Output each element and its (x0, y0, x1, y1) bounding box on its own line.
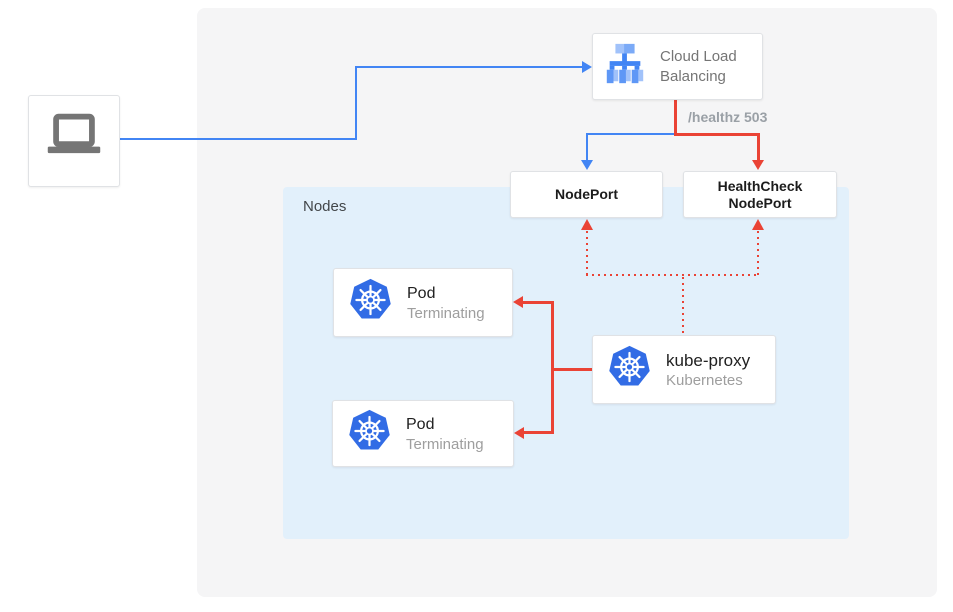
client-to-lb-line-h2 (355, 66, 583, 68)
dotted-branch-to-nodeport (586, 231, 588, 275)
pod-2-title: Pod (406, 415, 435, 433)
arrowhead-into-nodeport (581, 160, 593, 170)
laptop-icon (42, 107, 106, 176)
client-to-lb-line-v (355, 66, 357, 140)
dotted-arrowhead-into-nodeport (581, 219, 593, 230)
dotted-branch-to-healthcheck (757, 231, 759, 275)
dotted-arrowhead-into-healthcheck (752, 219, 764, 230)
lb-healthcheck-line-v1 (674, 100, 677, 135)
nodes-container-label: Nodes (303, 198, 347, 215)
client-to-lb-line-h1 (120, 138, 356, 140)
cloud-load-balancing-icon (602, 41, 648, 92)
kube-proxy-node: kube-proxy Kubernetes (592, 335, 776, 404)
kube-proxy-subtitle: Kubernetes (666, 371, 743, 389)
kubeproxy-to-pods-stem (551, 368, 592, 371)
healthz-status-label: /healthz 503 (688, 109, 768, 125)
nodeport-node: NodePort (510, 171, 663, 218)
kubeproxy-dotted-stem (682, 277, 684, 334)
cloud-load-balancing-node: Cloud Load Balancing (592, 33, 763, 100)
arrowhead-into-pod1 (513, 296, 523, 308)
branch-to-pod1 (523, 301, 553, 304)
lb-to-nodeport-line-h (586, 133, 676, 135)
kubeproxy-dotted-crossbar (586, 274, 759, 276)
pod-2-status: Terminating (406, 435, 484, 453)
healthcheck-nodeport-node: HealthCheck NodePort (683, 171, 837, 218)
nodeport-label: NodePort (555, 186, 618, 202)
kubernetes-icon (348, 278, 393, 327)
pod-1-node: Pod Terminating (333, 268, 513, 337)
lb-to-nodeport-line-v (586, 133, 588, 162)
pod-1-status: Terminating (407, 304, 485, 322)
arrowhead-into-healthcheck-nodeport (752, 160, 764, 170)
lb-healthcheck-line-v2 (757, 133, 760, 161)
kubernetes-icon (347, 409, 392, 458)
arrowhead-into-load-balancer (582, 61, 592, 73)
kube-proxy-title: kube-proxy (666, 350, 751, 370)
branch-to-pod2 (524, 431, 554, 434)
kubernetes-icon (607, 345, 652, 394)
healthcheck-nodeport-label: HealthCheck NodePort (717, 177, 803, 211)
client-node (28, 95, 120, 187)
kubeproxy-to-pods-trunk (551, 301, 554, 434)
cloud-load-balancing-label: Cloud Load Balancing (660, 47, 737, 85)
pod-2-node: Pod Terminating (332, 400, 514, 467)
pod-1-title: Pod (407, 284, 436, 302)
lb-healthcheck-line-h (674, 133, 760, 136)
arrowhead-into-pod2 (514, 427, 524, 439)
